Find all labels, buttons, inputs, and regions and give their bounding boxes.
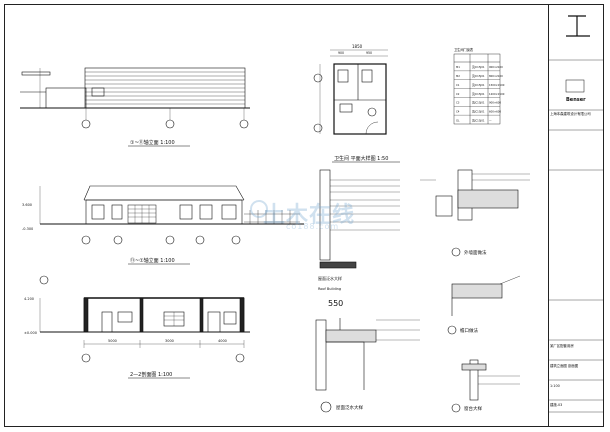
toilet-dim-2: 950 xyxy=(366,51,372,55)
schedule-cell: 见JC15J01 xyxy=(472,92,485,96)
schedule-table xyxy=(453,53,501,125)
schedule-cell: C3 xyxy=(456,101,460,105)
section-dim-2: 3000 xyxy=(165,339,174,343)
schedule-cell: 见JC15J01 xyxy=(472,109,485,113)
schedule-cell: 见JC15J01 xyxy=(472,65,485,69)
flashing-detail xyxy=(315,318,420,413)
watermark: 土木在线 xyxy=(263,203,356,228)
sheet-number: 建施-03 xyxy=(550,403,563,407)
roof-detail-title: 屋面泛水大样 xyxy=(318,275,342,281)
section-2-2 xyxy=(39,275,250,363)
elev-a: 4.200 xyxy=(24,297,34,301)
drawing-frame xyxy=(4,4,604,427)
schedule-title: 卫生间门窗表 xyxy=(454,47,474,52)
elev-c: ±0.000 xyxy=(24,331,37,335)
wall-detail-title: 外墙面做法 xyxy=(464,249,487,256)
watermark-icon xyxy=(250,200,268,218)
toilet-dim-1: 900 xyxy=(338,51,344,55)
eave-detail-title: 檐口做法 xyxy=(460,327,478,334)
schedule-cell: C4 xyxy=(456,109,460,113)
company-sub: 上海本森建筑设计有限公司 xyxy=(550,112,591,116)
elev-b: 3.600 xyxy=(22,203,32,207)
parapet-dim: 550 xyxy=(328,299,343,308)
drawing-scale: 1:100 xyxy=(550,384,560,388)
schedule-cell: 900×2100 xyxy=(489,65,503,69)
company-name: Benser xyxy=(566,97,586,103)
section-title: 2—2剖面图 1:100 xyxy=(130,371,172,378)
schedule-cell: 见JC15J01 xyxy=(472,83,485,87)
schedule-cell: 1200×1500 xyxy=(489,92,505,96)
elevation-2 xyxy=(39,185,304,245)
toilet-title: 卫生间 平面大样图 1:50 xyxy=(334,155,388,162)
schedule-cell: 900×600 xyxy=(489,101,501,105)
schedule-cell: M2 xyxy=(456,74,460,78)
flashing-title: 屋面泛水大样 xyxy=(336,404,363,411)
schedule-cell: 见JC15J01 xyxy=(472,118,485,122)
schedule-cell: 600×600 xyxy=(489,109,501,113)
wall-detail xyxy=(420,169,530,257)
schedule-cell: M1 xyxy=(456,65,460,69)
elev-d: -0.300 xyxy=(22,227,33,231)
schedule-cell: C1 xyxy=(456,83,460,87)
sill-detail-title: 窗台大样 xyxy=(464,405,482,412)
watermark-sub: co188.com xyxy=(286,222,340,231)
schedule-cell: 见JC15J01 xyxy=(472,74,485,78)
title-block xyxy=(548,5,604,426)
section-dim-1: 5000 xyxy=(108,339,117,343)
schedule-cell: 800×2100 xyxy=(489,74,503,78)
elevation-1-title: ①~⑪轴立面 1:100 xyxy=(130,139,175,146)
sill-detail xyxy=(451,359,520,413)
toilet-dim-width: 1850 xyxy=(352,44,363,49)
roof-parapet-detail xyxy=(319,169,400,269)
schedule-cell: 见JC15J01 xyxy=(472,101,485,105)
toilet-plan xyxy=(313,49,388,135)
elevation-1 xyxy=(20,67,250,129)
eave-detail xyxy=(447,275,521,335)
floor-note: Roof Building xyxy=(318,287,341,291)
project-name: 某厂区配套用房 xyxy=(550,344,574,348)
schedule-cell: GL xyxy=(456,118,460,122)
section-dim-3: 4000 xyxy=(218,339,227,343)
schedule-cell: 1500×1500 xyxy=(489,83,505,87)
elevation-2-title: ⑪~①轴立面 1:100 xyxy=(130,257,175,264)
schedule-cell: C2 xyxy=(456,92,460,96)
schedule-cell: — xyxy=(489,119,492,122)
drawing-name: 建筑立面图 剖面图 xyxy=(550,364,579,368)
